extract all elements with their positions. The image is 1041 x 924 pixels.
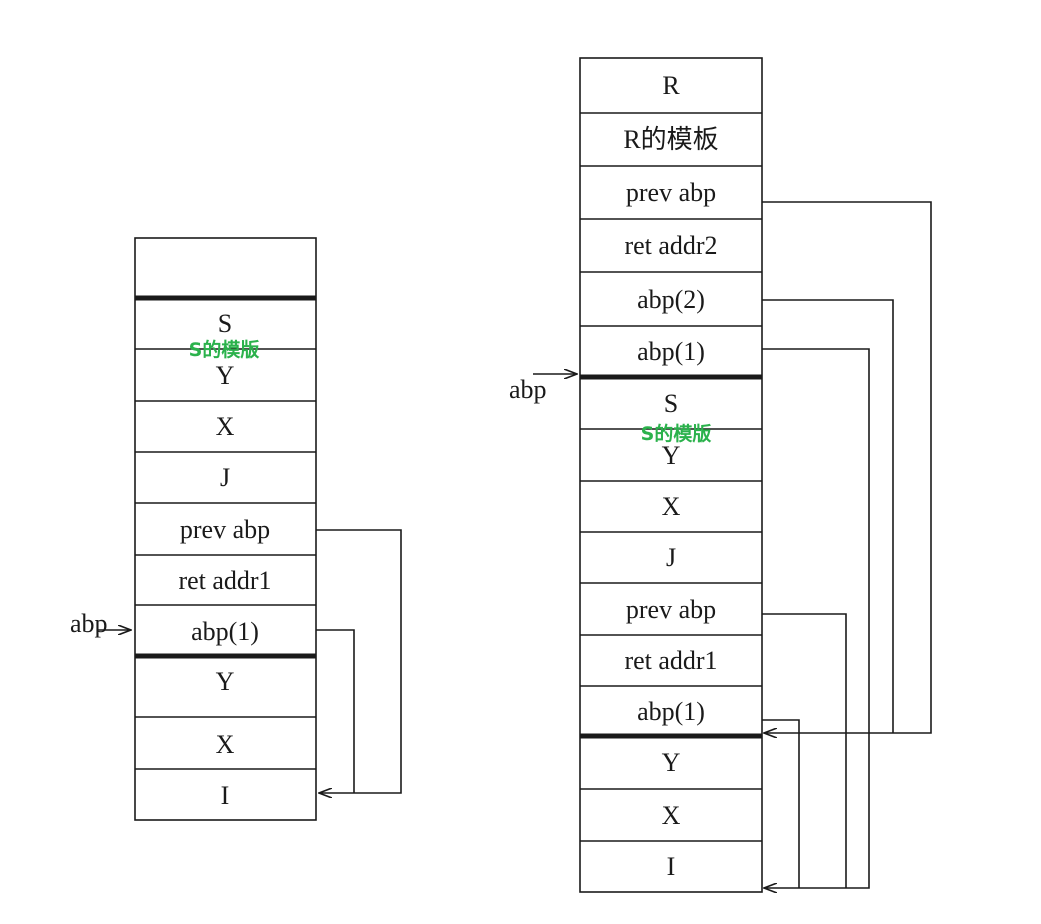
right-link-abp1-lower xyxy=(762,719,800,888)
right-abp-pointer-label: abp xyxy=(509,375,547,404)
right-cell-ret-addr1: ret addr1 xyxy=(624,646,717,675)
right-cell-x-lower: X xyxy=(662,801,681,830)
right-cell-abp2: abp(2) xyxy=(637,285,705,314)
right-cell-i: I xyxy=(667,852,676,881)
left-cell-y-lower: Y xyxy=(216,667,235,696)
left-overlay-label: S的模版 xyxy=(189,338,260,361)
left-stack-frame xyxy=(134,237,317,821)
left-cell-y-upper: Y xyxy=(216,361,235,390)
left-stack-dividers xyxy=(135,348,316,770)
left-cell-x-upper: X xyxy=(216,412,235,441)
right-cell-y-upper: Y xyxy=(662,441,681,470)
right-cell-r-template: R的模板 xyxy=(623,125,718,154)
right-cell-abp1-upper: abp(1) xyxy=(637,337,705,366)
left-cell-j: J xyxy=(220,463,230,492)
left-cell-x-lower: X xyxy=(216,730,235,759)
right-cell-abp1-lower: abp(1) xyxy=(637,697,705,726)
right-cell-ret-addr2: ret addr2 xyxy=(624,231,717,260)
left-stack: S Y X J prev abp ret addr1 abp(1) Y X I … xyxy=(70,237,402,821)
left-cell-prev-abp: prev abp xyxy=(180,515,270,544)
right-cell-prev-abp-lower: prev abp xyxy=(626,595,716,624)
right-cell-s: S xyxy=(664,389,678,418)
left-cell-i: I xyxy=(221,781,230,810)
left-cell-ret-addr1: ret addr1 xyxy=(178,566,271,595)
right-cell-prev-abp-upper: prev abp xyxy=(626,178,716,207)
left-cell-abp1: abp(1) xyxy=(191,617,259,646)
right-link-abp1-upper xyxy=(762,348,870,888)
right-stack: R R的模板 prev abp ret addr2 abp(2) abp(1) … xyxy=(509,57,932,893)
left-link-prev-abp xyxy=(316,529,402,793)
right-cell-j: J xyxy=(666,543,676,572)
left-link-abp1 xyxy=(316,629,355,793)
left-abp-pointer-label: abp xyxy=(70,609,108,638)
right-stack-dividers xyxy=(580,112,762,842)
left-stack-cells: S Y X J prev abp ret addr1 abp(1) Y X I xyxy=(178,309,271,810)
right-cell-y-lower: Y xyxy=(662,748,681,777)
right-link-prev-abp-upper xyxy=(762,201,932,733)
right-link-abp2 xyxy=(762,299,894,733)
right-cell-r: R xyxy=(662,71,680,100)
right-stack-cells: R R的模板 prev abp ret addr2 abp(2) abp(1) … xyxy=(623,71,718,881)
right-cell-x-upper: X xyxy=(662,492,681,521)
right-overlay-label: S的模版 xyxy=(641,422,712,445)
left-cell-s: S xyxy=(218,309,232,338)
right-stack-frame xyxy=(579,57,763,893)
right-link-prev-abp-lower xyxy=(762,613,847,888)
